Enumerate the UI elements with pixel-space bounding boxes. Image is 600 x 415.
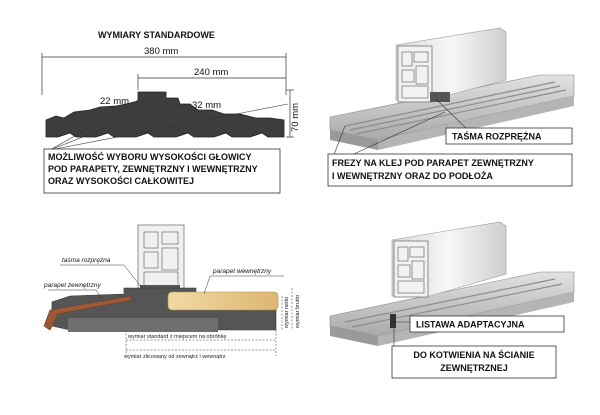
caption-line-1: MOŻLIWOŚĆ WYBORU WYSOKOŚCI GŁOWICY [48, 151, 252, 162]
strip-caption-box [391, 345, 557, 379]
label-dim-gross: wymiar brutto [295, 295, 301, 329]
section-leaders [48, 264, 284, 303]
dimension-lines [41, 53, 294, 138]
board-side-face [378, 96, 574, 150]
dim-total-label: 380 mm [144, 46, 178, 57]
board-grooves [344, 81, 567, 135]
grooves-caption-line-2: I WEWNĘTRZNY ORAZ DO PODŁOŻA [332, 171, 493, 181]
caption-box [43, 148, 281, 194]
caption-pointers [49, 98, 289, 151]
window-profile-section [397, 45, 433, 103]
label-outer-sill: parapet zewnętrzny [43, 282, 101, 289]
strip-caption-line-1: DO KOTWIENIA NA ŚCIANIE [413, 349, 534, 360]
tape-label-box [445, 127, 573, 145]
panel-standard-dimensions: WYMIARY STANDARDOWE 380 mm 240 mm 22 mm … [41, 30, 301, 194]
caption-line-2: POD PARAPETY, ZEWNĘTRZNY I WEWNĘTRZNY [48, 164, 258, 174]
grooves-caption-box [327, 153, 573, 187]
dim-right-step-label: 32 mm [192, 100, 221, 111]
panel-title: WYMIARY STANDARDOWE [98, 30, 215, 40]
section-dimensions [125, 288, 293, 356]
wall-base [68, 318, 218, 332]
dim-inner-label: 240 mm [194, 67, 228, 78]
board-front-face [330, 130, 378, 150]
caption-line-3: ORAZ WYSOKOŚCI CAŁKOWITEJ [48, 175, 194, 186]
strip-label-box [409, 315, 565, 333]
window-chambers [401, 51, 429, 99]
strip-window-profile [393, 240, 429, 298]
strip-pointers [393, 321, 412, 348]
strip-label: LISTAWA ADAPTACYJNA [416, 320, 525, 330]
window-frame-section [137, 224, 185, 293]
label-dim-standard: wymiar standard z miejscem na obróbkę [127, 334, 226, 340]
expansion-tape [430, 92, 450, 102]
profile-cross-section [45, 91, 285, 138]
adaptation-strip [390, 314, 396, 328]
strip-window-chambers [397, 246, 425, 294]
panel-installation-section: taśma rozprężna parapet wewnętrzny parap… [43, 224, 301, 360]
panel-adaptation-strip: LISTAWA ADAPTACYJNA DO KOTWIENIA NA ŚCIA… [329, 221, 575, 379]
inner-sill [167, 291, 279, 311]
grooves-caption-line-1: FREZY NA KLEJ POD PARAPET ZEWNĘTRZNY [332, 158, 534, 168]
label-tape: taśma rozprężna [62, 257, 111, 264]
outer-sill [43, 295, 133, 331]
label-dim-net: wymiar netto [284, 297, 290, 329]
panel-glue-grooves: TAŚMA ROZPRĘŻNA FREZY NA KLEJ POD PARAPE… [327, 27, 575, 187]
strip-board-front [330, 326, 378, 346]
strip-board-grooves [344, 278, 563, 328]
dim-height-label: 70 mm [290, 103, 301, 132]
strip-caption-line-2: ZEWNĘTRZNEJ [440, 363, 508, 373]
tape-label: TAŚMA ROZPRĘŻNA [452, 131, 542, 142]
label-dim-trimmed: wymiar zlicowany od zewnątrz i wewnątrz [123, 354, 226, 360]
label-inner-sill: parapet wewnętrzny [212, 268, 272, 275]
dim-left-step-label: 22 mm [100, 96, 129, 107]
